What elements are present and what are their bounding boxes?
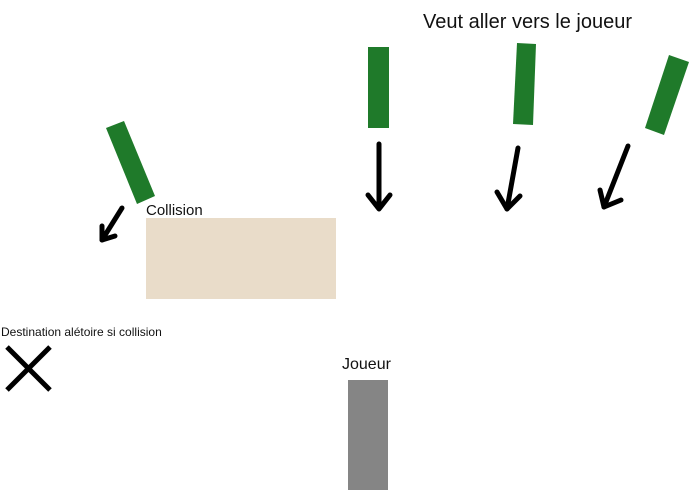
enemy-left — [106, 121, 155, 204]
diagram-title: Veut aller vers le joueur — [423, 11, 633, 33]
enemy-straight — [368, 47, 389, 128]
collision-label: Collision — [146, 202, 203, 219]
obstacle-block — [146, 218, 336, 299]
arrow-down-icon — [365, 141, 393, 212]
player-label: Joueur — [342, 356, 391, 373]
player-block — [348, 380, 388, 490]
enemy-tilted — [645, 55, 689, 135]
arrow-down-slight-icon — [494, 145, 523, 212]
enemy-slight-tilt — [513, 43, 536, 125]
x-cross-icon — [5, 345, 52, 392]
arrow-left-down-icon — [99, 205, 125, 243]
arrow-down-tilted-icon — [597, 143, 631, 210]
random-destination-label: Destination alétoire si collision — [1, 325, 162, 339]
